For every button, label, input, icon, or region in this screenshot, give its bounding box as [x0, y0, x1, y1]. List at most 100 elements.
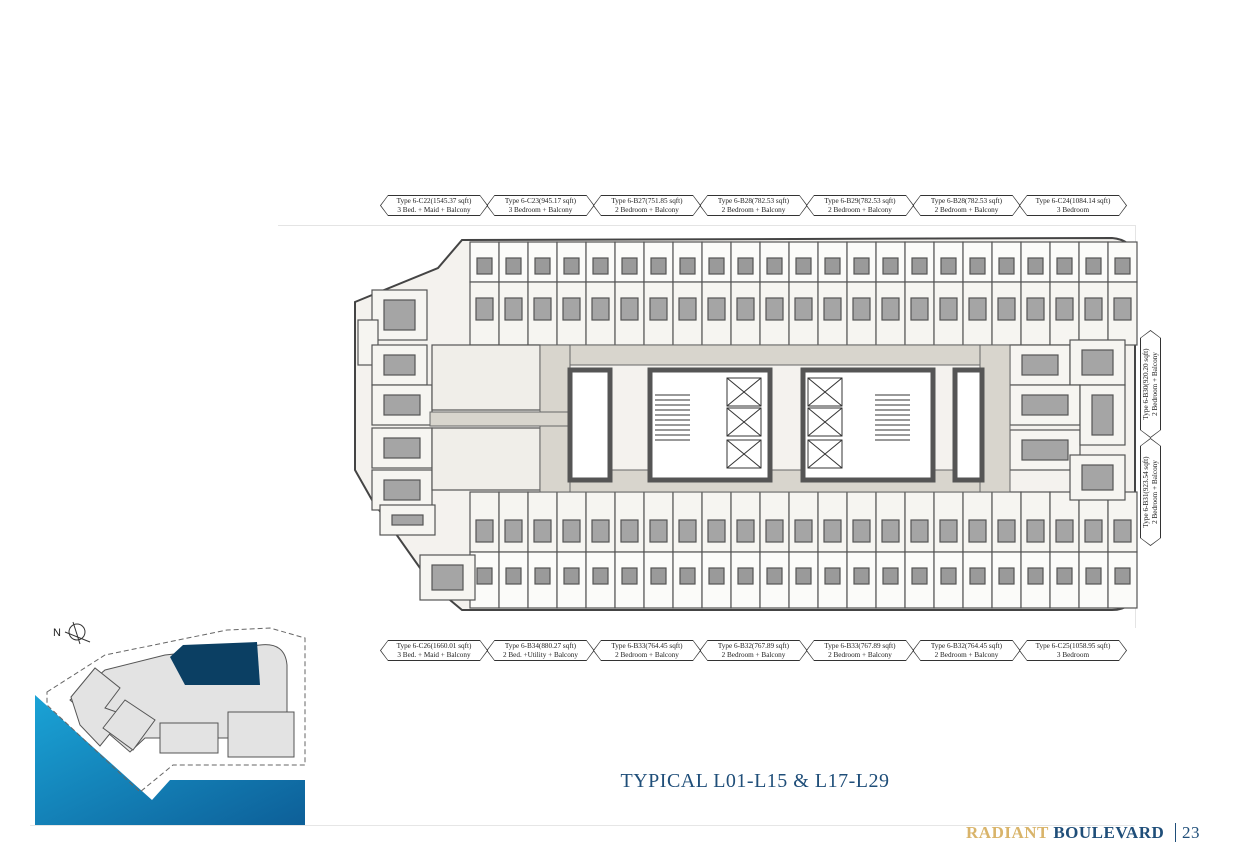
- furniture: [476, 257, 493, 275]
- furniture: [621, 567, 638, 585]
- furniture: [968, 297, 987, 321]
- furniture: [679, 257, 696, 275]
- furniture: [881, 297, 900, 321]
- furniture: [940, 567, 957, 585]
- furniture: [1055, 297, 1074, 321]
- unit-type-description: 2 Bedroom + Balcony: [721, 650, 786, 659]
- furniture: [591, 519, 610, 543]
- furniture: [939, 519, 958, 543]
- furniture: [1085, 567, 1102, 585]
- unit-type-label-inner: Type 6-B28(782.53 sqft)2 Bedroom + Balco…: [700, 196, 807, 215]
- furniture: [505, 567, 522, 585]
- unit-type-name: Type 6-B28(782.53 sqft): [717, 197, 790, 205]
- unit-type-description: 3 Bed. + Maid + Balcony: [397, 650, 471, 659]
- unit-type-name: Type 6-B30(920.20 sqft): [1142, 348, 1150, 420]
- furniture: [707, 297, 726, 321]
- lift-shaft: [726, 377, 762, 407]
- furniture: [824, 257, 841, 275]
- unit-type-label-inner: Type 6-B31(923.54 sqft)2 Bedroom + Balco…: [1141, 439, 1160, 545]
- furniture: [824, 567, 841, 585]
- unit-type-label-inner: Type 6-B33(764.45 sqft)2 Bedroom + Balco…: [594, 641, 700, 660]
- furniture: [534, 257, 551, 275]
- unit-type-name: Type 6-B33(767.89 sqft): [824, 642, 896, 650]
- furniture: [383, 479, 421, 501]
- furniture: [737, 567, 754, 585]
- room: [991, 551, 1022, 609]
- lift-shaft: [726, 407, 762, 437]
- unit-type-description: 2 Bedroom + Balcony: [828, 205, 892, 214]
- furniture: [591, 297, 610, 321]
- lift-shaft: [726, 439, 762, 469]
- room: [431, 427, 541, 491]
- unit-type-label: Type 6-B34(880.27 sqft)2 Bed. +Utility +…: [486, 640, 595, 661]
- unit-type-label: Type 6-B28(782.53 sqft)2 Bedroom + Balco…: [912, 195, 1021, 216]
- furniture: [650, 567, 667, 585]
- furniture: [476, 567, 493, 585]
- furniture: [823, 297, 842, 321]
- lift-shaft: [807, 439, 843, 469]
- page-number: 23: [1175, 823, 1200, 842]
- core-right: [800, 367, 985, 483]
- unit-type-label: Type 6-B33(767.89 sqft)2 Bedroom + Balco…: [806, 640, 914, 661]
- furniture: [1081, 464, 1114, 491]
- furniture: [391, 514, 424, 526]
- furniture: [1084, 297, 1103, 321]
- furniture: [1056, 567, 1073, 585]
- unit-type-description: 2 Bedroom + Balcony: [1150, 352, 1159, 416]
- highlighted-tower: [170, 642, 260, 685]
- furniture: [795, 567, 812, 585]
- tower-block-2: [102, 699, 156, 751]
- furniture: [997, 519, 1016, 543]
- furniture: [1081, 349, 1114, 376]
- unit-type-name: Type 6-B29(782.53 sqft): [824, 197, 896, 205]
- unit-type-description: 3 Bedroom: [1056, 650, 1090, 659]
- lift-shaft: [726, 377, 762, 407]
- lift-shaft: [807, 377, 843, 407]
- furniture: [678, 519, 697, 543]
- furniture: [592, 567, 609, 585]
- furniture: [620, 519, 639, 543]
- furniture: [882, 567, 899, 585]
- furniture: [881, 519, 900, 543]
- unit-type-label: Type 6-B32(764.45 sqft)2 Bedroom + Balco…: [912, 640, 1021, 661]
- unit-type-label-inner: Type 6-B27(751.85 sqft)2 Bedroom + Balco…: [594, 196, 700, 215]
- furniture: [1027, 567, 1044, 585]
- furniture: [853, 567, 870, 585]
- key-plan: N: [35, 621, 306, 826]
- furniture: [852, 519, 871, 543]
- unit-type-label-inner: Type 6-C26(1660.01 sqft)3 Bed. + Maid + …: [381, 641, 487, 660]
- unit-type-label: Type 6-B32(767.89 sqft)2 Bedroom + Balco…: [699, 640, 808, 661]
- unit-type-label: Type 6-C22(1545.37 sqft)3 Bed. + Maid + …: [380, 195, 488, 216]
- furniture: [736, 519, 755, 543]
- unit-type-label-inner: Type 6-B33(767.89 sqft)2 Bedroom + Balco…: [807, 641, 913, 660]
- furniture: [679, 567, 696, 585]
- unit-type-label: Type 6-C24(1084.14 sqft)3 Bedroom: [1019, 195, 1127, 216]
- lift-shaft: [807, 407, 843, 437]
- furniture: [533, 297, 552, 321]
- furniture: [707, 519, 726, 543]
- room: [933, 281, 964, 346]
- furniture: [939, 297, 958, 321]
- page-title: TYPICAL L01-L15 & L17-L29: [620, 770, 890, 792]
- unit-type-description: 2 Bedroom + Balcony: [615, 650, 679, 659]
- furniture: [998, 257, 1015, 275]
- unit-type-description: 2 Bed. +Utility + Balcony: [503, 650, 578, 659]
- furniture: [1026, 519, 1045, 543]
- lift-shaft: [726, 439, 762, 469]
- unit-type-label: Type 6-C26(1660.01 sqft)3 Bed. + Maid + …: [380, 640, 488, 661]
- furniture: [562, 297, 581, 321]
- unit-type-description: 2 Bedroom + Balcony: [615, 205, 679, 214]
- furniture: [823, 519, 842, 543]
- north-arrow-icon: [64, 621, 91, 645]
- furniture: [1026, 297, 1045, 321]
- furniture: [475, 297, 494, 321]
- furniture: [852, 297, 871, 321]
- unit-type-label: Type 6-B27(751.85 sqft)2 Bedroom + Balco…: [593, 195, 701, 216]
- furniture: [383, 299, 416, 331]
- furniture: [431, 564, 464, 591]
- tower-block-4: [227, 711, 295, 758]
- footer-divider: [30, 825, 1135, 826]
- furniture: [649, 297, 668, 321]
- unit-type-name: Type 6-C24(1084.14 sqft): [1035, 197, 1111, 205]
